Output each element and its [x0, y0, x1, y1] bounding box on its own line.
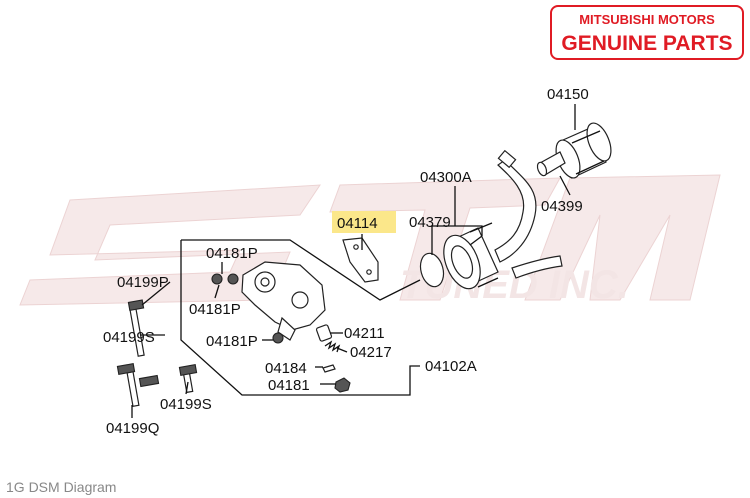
- plug-icon: [227, 273, 239, 285]
- part-label-04181P: 04181P: [206, 333, 258, 350]
- relief-valve-plunger-icon: [315, 324, 333, 342]
- part-label-04217: 04217: [350, 344, 392, 361]
- part-label-04114: 04114: [337, 215, 378, 232]
- highlight-04114: [332, 211, 396, 233]
- o-ring-icon: [419, 252, 445, 288]
- part-label-04199S: 04199S: [160, 396, 212, 413]
- logo-line1: MITSUBISHI MOTORS: [579, 12, 715, 27]
- relief-plug-icon: [334, 377, 351, 393]
- part-label-04199Q: 04199Q: [106, 420, 159, 437]
- part-label-04300A: 04300A: [420, 169, 472, 186]
- mitsubishi-logo: MITSUBISHI MOTORS GENUINE PARTS: [550, 5, 744, 60]
- diagram-caption: 1G DSM Diagram: [6, 479, 117, 495]
- part-label-04379: 04379: [409, 214, 451, 231]
- washer-icon: [322, 364, 336, 373]
- part-label-04150: 04150: [547, 86, 589, 103]
- gasket-hole-icon: [366, 269, 372, 275]
- gasket-icon: [342, 237, 379, 283]
- part-label-04199P: 04199P: [117, 274, 169, 291]
- plug-icon: [211, 273, 223, 285]
- bolt-icon: [127, 299, 145, 357]
- part-label-04399: 04399: [541, 198, 583, 215]
- oil-filter-bracket-icon: [241, 261, 326, 341]
- oil-filter-icon: [536, 122, 612, 179]
- oil-cooler-hose-icon: [494, 149, 563, 279]
- part-label-04181P: 04181P: [189, 301, 241, 318]
- plug-icon: [272, 332, 284, 344]
- part-label-04211: 04211: [344, 325, 385, 342]
- oil-cooler-icon: [443, 222, 499, 290]
- part-label-04199S: 04199S: [103, 329, 155, 346]
- gasket-hole-icon: [353, 244, 359, 250]
- part-label-04181P: 04181P: [206, 245, 258, 262]
- spring-icon: [324, 340, 341, 353]
- bolt-icon: [178, 364, 198, 394]
- part-label-04184: 04184: [265, 360, 307, 377]
- part-label-04102A: 04102A: [425, 358, 477, 375]
- bolt-icon: [116, 363, 160, 407]
- logo-line2: GENUINE PARTS: [561, 32, 732, 55]
- leader-lines: [131, 104, 576, 418]
- part-label-04181: 04181: [268, 377, 310, 394]
